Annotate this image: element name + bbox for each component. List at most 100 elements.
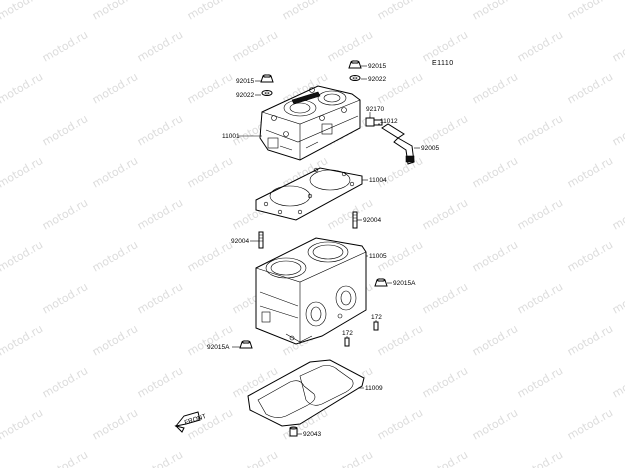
watermark-text: motod.ru (40, 364, 90, 400)
watermark-text: motod.ru (420, 196, 470, 232)
watermark-text: motod.ru (565, 238, 615, 274)
label-92015A-right: 92015A (393, 280, 416, 287)
watermark-text: motod.ru (230, 28, 280, 64)
watermark-text: motod.ru (375, 322, 425, 358)
watermark-text: motod.ru (0, 406, 45, 442)
watermark-text: motod.ru (135, 364, 185, 400)
watermark-text: motod.ru (375, 154, 425, 190)
label-92022-top: 92022 (368, 76, 386, 83)
watermark-text: motod.ru (515, 448, 565, 468)
label-172-b: 172 (371, 314, 382, 321)
diagram-code: E1110 (432, 60, 454, 67)
watermark-text: motod.ru (515, 28, 565, 64)
watermark-text: motod.ru (185, 154, 235, 190)
watermark-text: motod.ru (135, 196, 185, 232)
watermark-text: motod.ru (420, 448, 470, 468)
watermark-text: motod.ru (325, 28, 375, 64)
watermark-text: motod.ru (565, 0, 615, 23)
watermark-text: motod.ru (135, 112, 185, 148)
label-172-a: 172 (342, 330, 353, 337)
watermark-text: motod.ru (470, 70, 520, 106)
label-11012: 11012 (380, 118, 398, 125)
watermark-text: motod.ru (375, 0, 425, 23)
label-92043: 92043 (303, 431, 321, 438)
watermark-text: motod.ru (185, 322, 235, 358)
base-gasket-part (247, 359, 365, 427)
watermark-text: motod.ru (375, 406, 425, 442)
watermark-text: motod.ru (420, 280, 470, 316)
watermark-text: motod.ru (0, 322, 45, 358)
watermark-text: motod.ru (90, 238, 140, 274)
watermark-text: motod.ru (515, 112, 565, 148)
watermark-text: motod.ru (0, 238, 45, 274)
watermark-text: motod.ru (90, 154, 140, 190)
watermark-text: motod.ru (185, 0, 235, 23)
watermark-text: motod.ru (230, 448, 280, 468)
watermark-text: motod.ru (0, 70, 45, 106)
watermark-text: motod.ru (325, 196, 375, 232)
label-92004-right: 92004 (363, 217, 381, 224)
watermark-text: motod.ru (280, 0, 330, 23)
watermark-text: motod.ru (135, 280, 185, 316)
nut-92015-top (348, 60, 362, 69)
watermark-text: motod.ru (610, 448, 625, 468)
watermark-text: motod.ru (420, 112, 470, 148)
dowel-pin-172-b (373, 321, 379, 331)
watermark-text: motod.ru (515, 280, 565, 316)
watermark-text: motod.ru (0, 0, 45, 23)
cap-92043 (289, 426, 298, 437)
cylinder-head-part (259, 85, 361, 161)
watermark-text: motod.ru (565, 322, 615, 358)
label-11004: 11004 (369, 177, 387, 184)
label-92022-left: 92022 (236, 92, 254, 99)
watermark-text: motod.ru (90, 0, 140, 23)
cylinder-block-part (255, 237, 367, 345)
watermark-text: motod.ru (610, 364, 625, 400)
label-92015-left: 92015 (236, 78, 254, 85)
watermark-text: motod.ru (185, 238, 235, 274)
watermark-text: motod.ru (470, 154, 520, 190)
part-labels: 92015 92022 92015 92022 92170 11012 1100… (207, 63, 439, 438)
label-92005: 92005 (421, 145, 439, 152)
watermark-text: motod.ru (135, 28, 185, 64)
label-92015A-left: 92015A (207, 344, 230, 351)
label-92004-left: 92004 (231, 238, 249, 245)
watermark-text: motod.ru (185, 70, 235, 106)
nut-92015A-left (239, 340, 253, 349)
watermark-text: motod.ru (470, 322, 520, 358)
watermark-text: motod.ru (470, 406, 520, 442)
stud-92004-left (258, 231, 264, 249)
label-92015-top: 92015 (368, 63, 386, 70)
watermark-text: motod.ru (40, 280, 90, 316)
head-gasket-part (255, 167, 363, 221)
watermark-text: motod.ru (40, 448, 90, 468)
watermark-text: motod.ru (420, 364, 470, 400)
watermark-text: motod.ru (325, 448, 375, 468)
leader-lines (232, 65, 420, 435)
watermark-text: motod.ru (90, 406, 140, 442)
label-92170: 92170 (366, 106, 384, 113)
watermark-text: motod.ru (565, 70, 615, 106)
stud-92004-right (352, 211, 358, 229)
watermark-text: motod.ru (610, 280, 625, 316)
watermark-text: motod.ru (610, 28, 625, 64)
watermark-text: motod.ru (610, 196, 625, 232)
watermark-text: motod.ru (135, 448, 185, 468)
watermark-text: motod.ru (515, 196, 565, 232)
label-11005: 11005 (369, 253, 387, 260)
elbow-92005 (393, 137, 415, 165)
nut-92015-left (260, 74, 274, 83)
watermark-text: motod.ru (90, 322, 140, 358)
watermark-text: motod.ru (565, 406, 615, 442)
watermark-text: motod.ru (0, 154, 45, 190)
watermark-text: motod.ru (470, 0, 520, 23)
watermark-text: motod.ru (470, 238, 520, 274)
fitting-11012 (381, 123, 405, 139)
nut-92015A-right (374, 278, 388, 287)
watermark-text: motod.ru (40, 196, 90, 232)
label-11001: 11001 (222, 133, 240, 140)
watermark-text: motod.ru (40, 28, 90, 64)
watermark-text: motod.ru (40, 112, 90, 148)
washer-92022-top (349, 75, 361, 81)
